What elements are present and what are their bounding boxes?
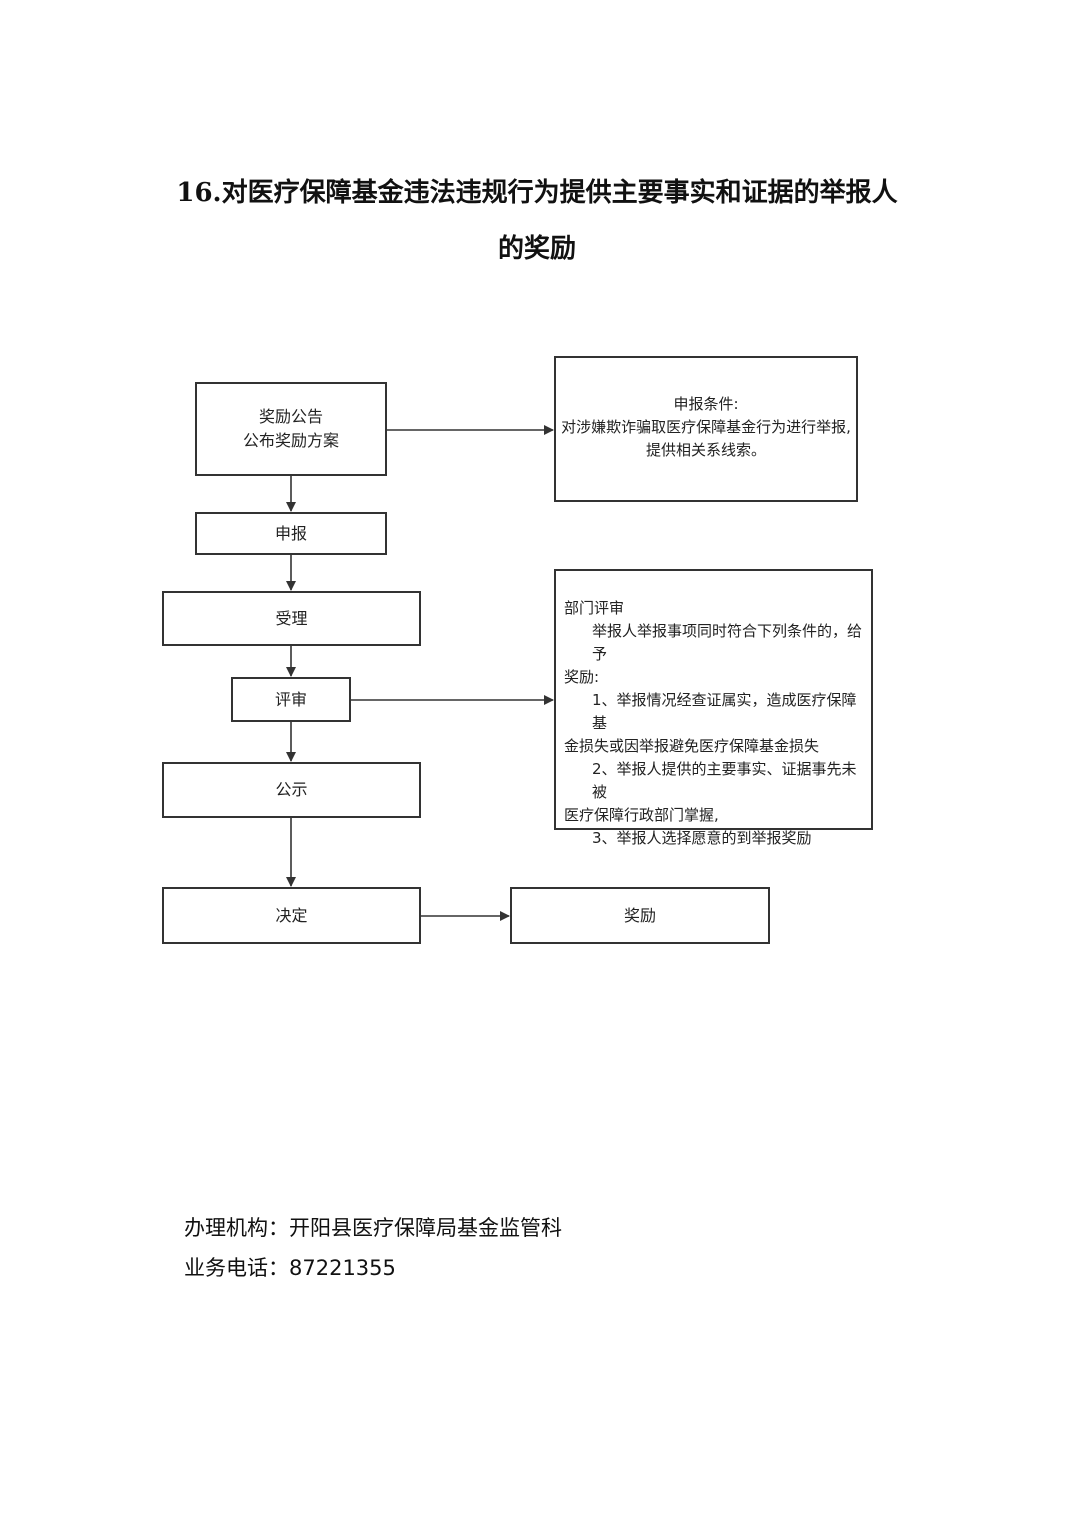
declare-box: 申报 [195,512,387,555]
announce-line-1: 奖励公告 [258,407,323,426]
review-box: 评审 [231,677,351,722]
phone-label: 业务电话： [184,1256,289,1280]
conditions-line-2: 提供相关系线索。 [645,441,766,459]
decide-box: 决定 [162,887,421,944]
title-line-2: 的奖励 [497,234,576,264]
conditions-line-1: 对涉嫌欺诈骗取医疗保障基金行为进行举报, [561,418,851,436]
accept-label: 受理 [275,608,308,628]
criteria-line: 举报人举报事项同时符合下列条件的，给予 [592,622,863,663]
accept-box: 受理 [162,591,421,646]
conditions-note: 申报条件: 对涉嫌欺诈骗取医疗保障基金行为进行举报, 提供相关系线索。 [554,356,858,502]
phone-value: 87221355 [289,1256,396,1280]
org-label: 办理机构： [184,1216,289,1240]
announce-line-2: 公布奖励方案 [242,431,339,450]
conditions-heading: 申报条件: [673,395,739,413]
document-title: 16.对医疗保障基金违法违规行为提供主要事实和证据的举报人 的奖励 [110,165,964,277]
phone-row: 业务电话：87221355 [184,1248,562,1288]
criteria-heading: 部门评审 [564,599,625,617]
criteria-line: 2、举报人提供的主要事实、证据事先未被 [592,760,857,801]
review-label: 评审 [274,689,307,709]
org-value: 开阳县医疗保障局基金监管科 [289,1216,562,1240]
criteria-line: 3、举报人选择愿意的到举报奖励 [592,829,812,847]
title-line-1: 16.对医疗保障基金违法违规行为提供主要事实和证据的举报人 [176,178,898,208]
publicize-box: 公示 [162,762,421,818]
criteria-line: 奖励: [564,668,600,686]
org-row: 办理机构：开阳县医疗保障局基金监管科 [184,1208,562,1248]
criteria-line: 金损失或因举报避免医疗保障基金损失 [564,737,820,755]
criteria-line: 1、举报情况经查证属实，造成医疗保障基 [592,691,857,732]
declare-label: 申报 [274,523,307,543]
criteria-line: 医疗保障行政部门掌握, [564,806,719,824]
publicize-label: 公示 [275,780,308,799]
criteria-note: 部门评审 举报人举报事项同时符合下列条件的，给予 奖励: 1、举报情况经查证属实… [554,569,873,847]
decide-label: 决定 [275,905,308,925]
announce-box: 奖励公告 公布奖励方案 [195,382,387,476]
reward-box: 奖励 [510,887,770,944]
contact-info: 办理机构：开阳县医疗保障局基金监管科 业务电话：87221355 [184,1208,562,1288]
reward-label: 奖励 [623,905,656,925]
